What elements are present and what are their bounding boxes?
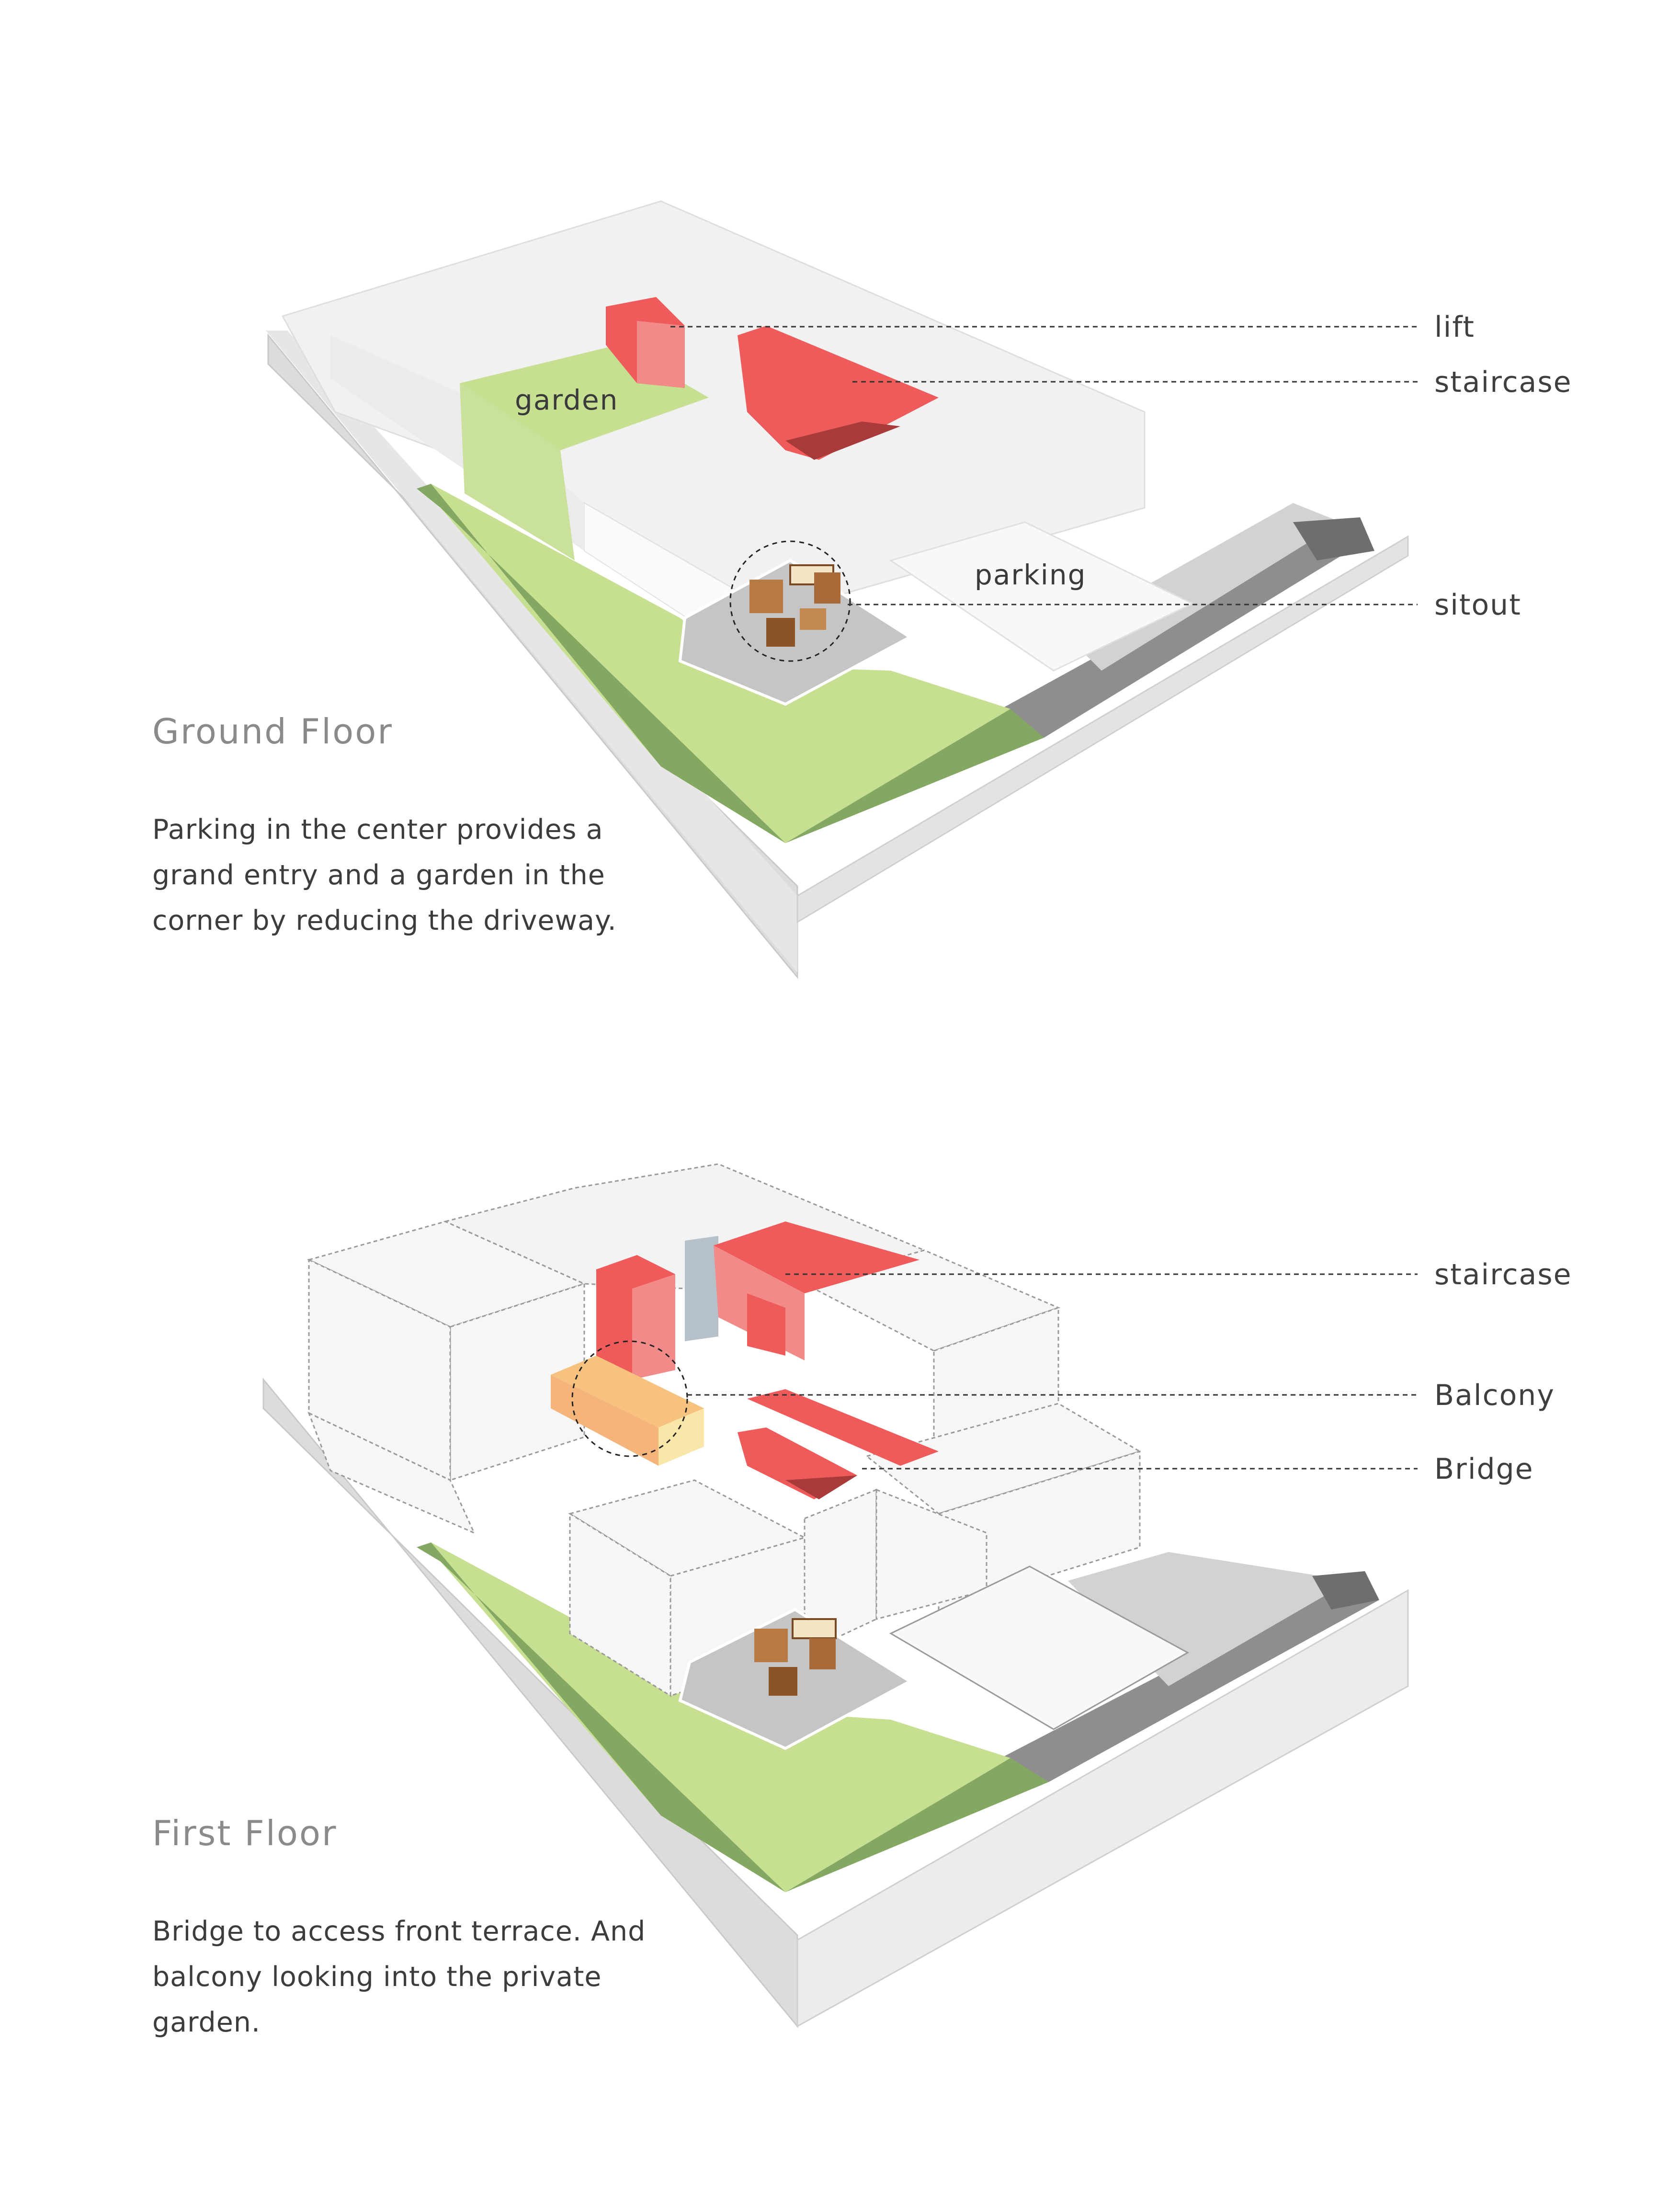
garden-label: garden bbox=[515, 384, 618, 416]
lift-side bbox=[637, 321, 685, 388]
sitout-callout: sitout bbox=[1434, 588, 1521, 622]
staircase-callout: staircase bbox=[1434, 365, 1572, 399]
ff-bridge-callout: Bridge bbox=[1434, 1452, 1534, 1486]
ground-floor-title: Ground Floor bbox=[152, 711, 393, 752]
parking-label: parking bbox=[975, 559, 1086, 591]
ff-staircase-callout: staircase bbox=[1434, 1258, 1572, 1291]
ff-gap-column bbox=[685, 1236, 718, 1341]
ground-floor-description: Parking in the center provides a grand e… bbox=[152, 807, 617, 944]
first-floor-title: First Floor bbox=[152, 1813, 338, 1853]
ff-lift-side bbox=[632, 1274, 675, 1380]
lift-callout: lift bbox=[1434, 310, 1475, 344]
ff-balcony-callout: Balcony bbox=[1434, 1379, 1555, 1412]
first-floor-description: Bridge to access front terrace. And balc… bbox=[152, 1909, 646, 2045]
first-floor-model: staircase Balcony Bridge bbox=[263, 1164, 1572, 2026]
